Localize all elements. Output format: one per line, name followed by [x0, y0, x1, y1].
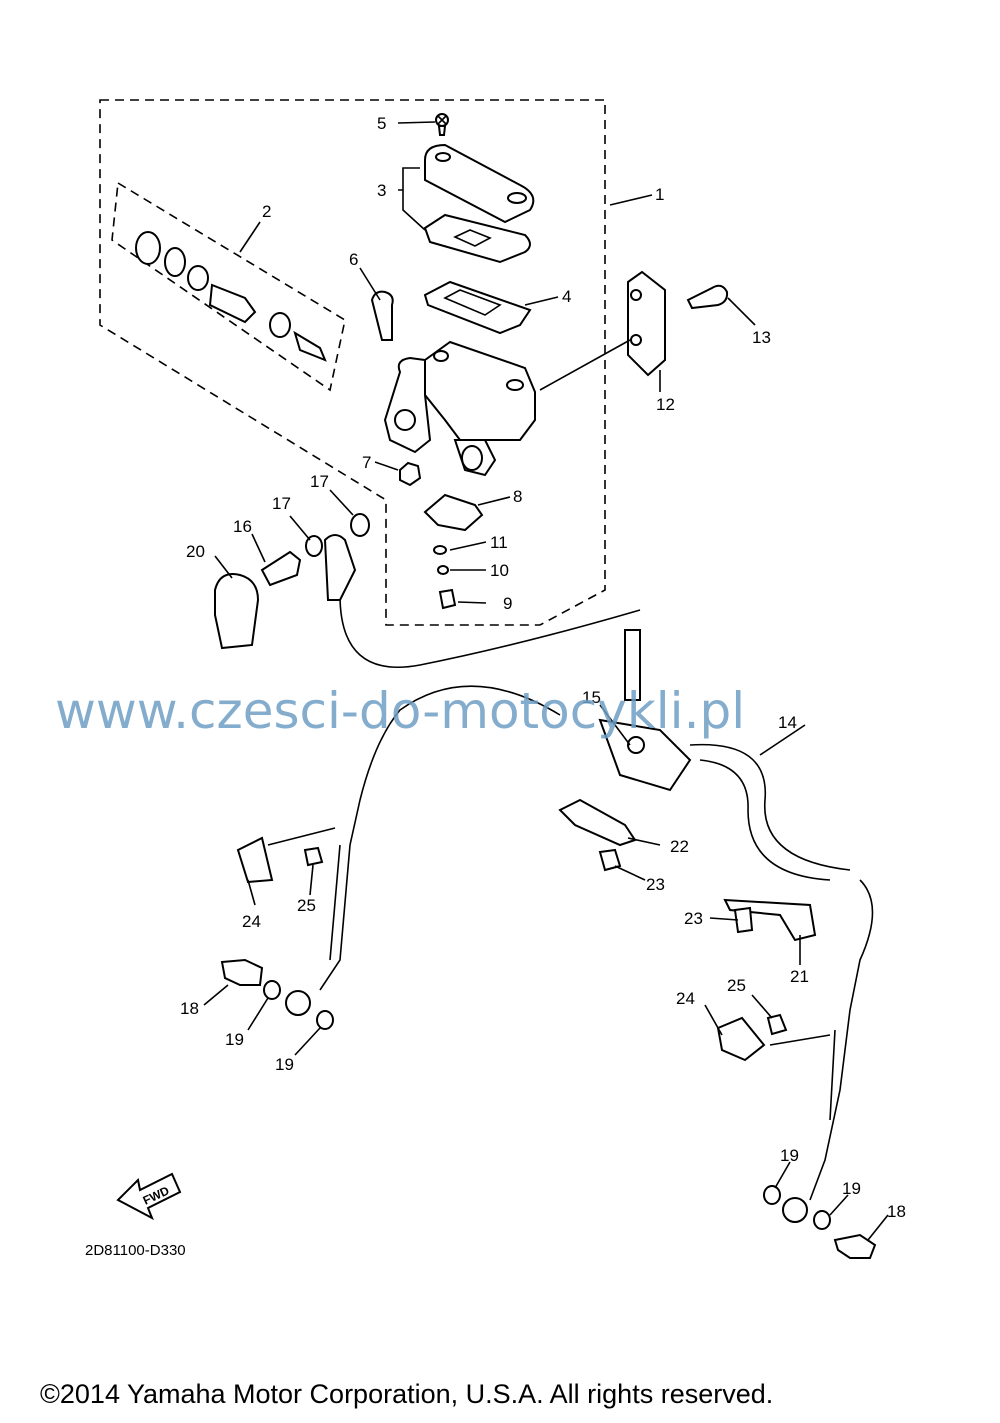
gasket-17b-icon: [305, 535, 323, 557]
cover-20-icon: [214, 573, 260, 650]
banjo-right-icon: [782, 1197, 808, 1223]
brake-hose-left-icon: [319, 685, 561, 991]
label-5: 5: [377, 114, 386, 133]
screw-9-icon: [438, 588, 457, 610]
union-bolt-16-icon: [260, 550, 302, 587]
bolt-23b-icon: [733, 906, 754, 934]
joint-15-icon: [598, 718, 692, 792]
label-25b: 25: [727, 976, 746, 995]
nut-7-icon: [399, 461, 422, 487]
brake-hose-upper-icon: [339, 594, 641, 669]
label-14: 14: [778, 713, 797, 732]
label-7: 7: [362, 453, 371, 472]
bolt-18b-icon: [833, 1233, 877, 1259]
brake-hose-left-inner-icon: [329, 844, 341, 961]
label-8: 8: [513, 487, 522, 506]
clamp-22-icon: [558, 798, 637, 847]
gasket-17a-icon: [350, 513, 370, 537]
label-10: 10: [490, 561, 509, 580]
gasket-19b-icon: [316, 1010, 334, 1030]
holder-12-icon: [627, 270, 666, 377]
bolt-25a-icon: [303, 846, 324, 867]
master-cylinder-body-icon: [383, 340, 536, 477]
label-17b: 17: [272, 494, 291, 513]
label-16: 16: [233, 517, 252, 536]
gasket-19d-icon: [813, 1210, 831, 1230]
label-4: 4: [562, 287, 571, 306]
assembly-2-boundary: [111, 181, 346, 392]
gasket-19c-icon: [763, 1185, 781, 1205]
label-25a: 25: [297, 896, 316, 915]
brake-hose-14-icon: [689, 743, 851, 871]
label-24a: 24: [242, 912, 261, 931]
brake-switch-8-icon: [423, 493, 484, 532]
label-17a: 17: [310, 472, 329, 491]
label-11: 11: [490, 533, 508, 552]
bolt-18a-icon: [220, 958, 264, 986]
brake-hose-fitting-right-icon: [624, 629, 641, 701]
screw-5-icon: [435, 113, 449, 136]
label-23b: 23: [684, 909, 703, 928]
clamp-24b-icon: [716, 1016, 766, 1062]
piston-kit-2-icon: [135, 231, 327, 362]
diagram-code: 2D81100-D330: [85, 1242, 186, 1259]
label-19a: 19: [225, 1030, 244, 1049]
label-21: 21: [790, 967, 809, 986]
watermark-text: www.czesci-do-motocykli.pl: [55, 682, 745, 740]
label-13: 13: [752, 328, 771, 347]
assembly-1-boundary: [99, 99, 606, 626]
pivot-bolt-6-icon: [370, 290, 394, 341]
part-labels: 1 2 3 4 5 6 7 8 9 10 11 12 13 14 15 16 1…: [180, 114, 906, 1221]
washer-11-icon: [433, 545, 447, 555]
reservoir-cap-3-icon: [423, 143, 535, 264]
clamp-24a-icon: [236, 836, 274, 884]
label-2: 2: [262, 202, 271, 221]
label-24b: 24: [676, 989, 695, 1008]
bolt-13-icon: [686, 284, 729, 310]
label-22: 22: [670, 837, 689, 856]
label-15: 15: [582, 688, 601, 707]
gasket-19a-icon: [263, 980, 281, 1000]
label-6: 6: [349, 250, 358, 269]
bolt-23a-icon: [598, 848, 622, 872]
label-18b: 18: [887, 1202, 906, 1221]
label-19c: 19: [780, 1146, 799, 1165]
fwd-arrow-icon: FWD: [116, 1172, 182, 1221]
label-18a: 18: [180, 999, 199, 1018]
brake-hose-right-icon: [809, 879, 874, 1201]
brake-hose-14-tube-icon: [699, 759, 831, 881]
label-19d: 19: [842, 1179, 861, 1198]
spring-washer-10-icon: [437, 565, 449, 575]
label-3: 3: [377, 181, 386, 200]
bolt-25b-icon: [766, 1013, 788, 1036]
label-20: 20: [186, 542, 205, 561]
banjo-left-icon: [285, 990, 311, 1016]
brake-hose-right-inner-icon: [829, 1029, 836, 1121]
brake-hose-fitting-left-icon: [323, 534, 357, 601]
label-12: 12: [656, 395, 675, 414]
label-9: 9: [503, 594, 512, 613]
copyright-text: ©2014 Yamaha Motor Corporation, U.S.A. A…: [40, 1379, 773, 1409]
label-23a: 23: [646, 875, 665, 894]
label-1: 1: [655, 185, 664, 204]
diaphragm-4-icon: [423, 280, 532, 335]
label-19b: 19: [275, 1055, 294, 1074]
leader-lines: [203, 121, 889, 1241]
